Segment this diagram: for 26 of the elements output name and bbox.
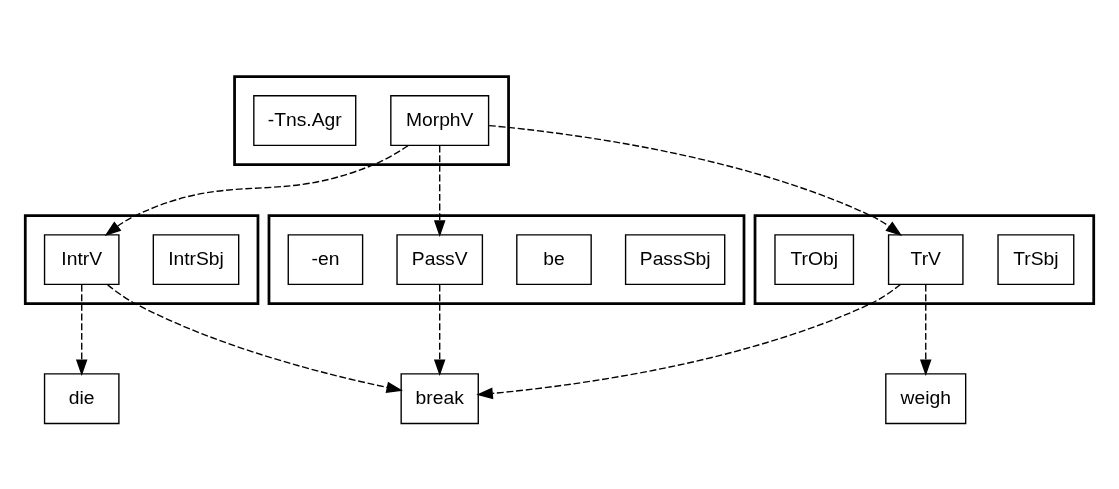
node-box: -en: [287, 234, 364, 286]
node-box: TrV: [887, 234, 964, 286]
node-box: be: [516, 234, 592, 286]
cluster: [267, 214, 746, 306]
node-box: MorphV: [390, 95, 490, 147]
arrow: [433, 145, 446, 237]
cluster: [23, 214, 260, 306]
arrow: [919, 284, 932, 376]
node-box: -Tns.Agr: [253, 95, 357, 147]
node-box: weigh: [885, 373, 967, 425]
node-box: PassSbj: [624, 234, 726, 286]
node-box: PassV: [396, 234, 484, 286]
node-box: TrSbj: [997, 234, 1075, 286]
arrow: [488, 124, 903, 237]
arrow: [75, 284, 88, 376]
node-box: break: [400, 373, 479, 425]
cluster: [753, 214, 1096, 306]
arrow: [104, 145, 409, 237]
arrow: [107, 284, 403, 393]
node-box: IntrSbj: [152, 234, 240, 286]
node-box: die: [43, 373, 120, 425]
node-box: TrObj: [774, 234, 855, 286]
node-box: IntrV: [43, 234, 120, 286]
arrow: [476, 283, 902, 400]
arrow: [433, 284, 446, 376]
cluster: [233, 75, 510, 166]
